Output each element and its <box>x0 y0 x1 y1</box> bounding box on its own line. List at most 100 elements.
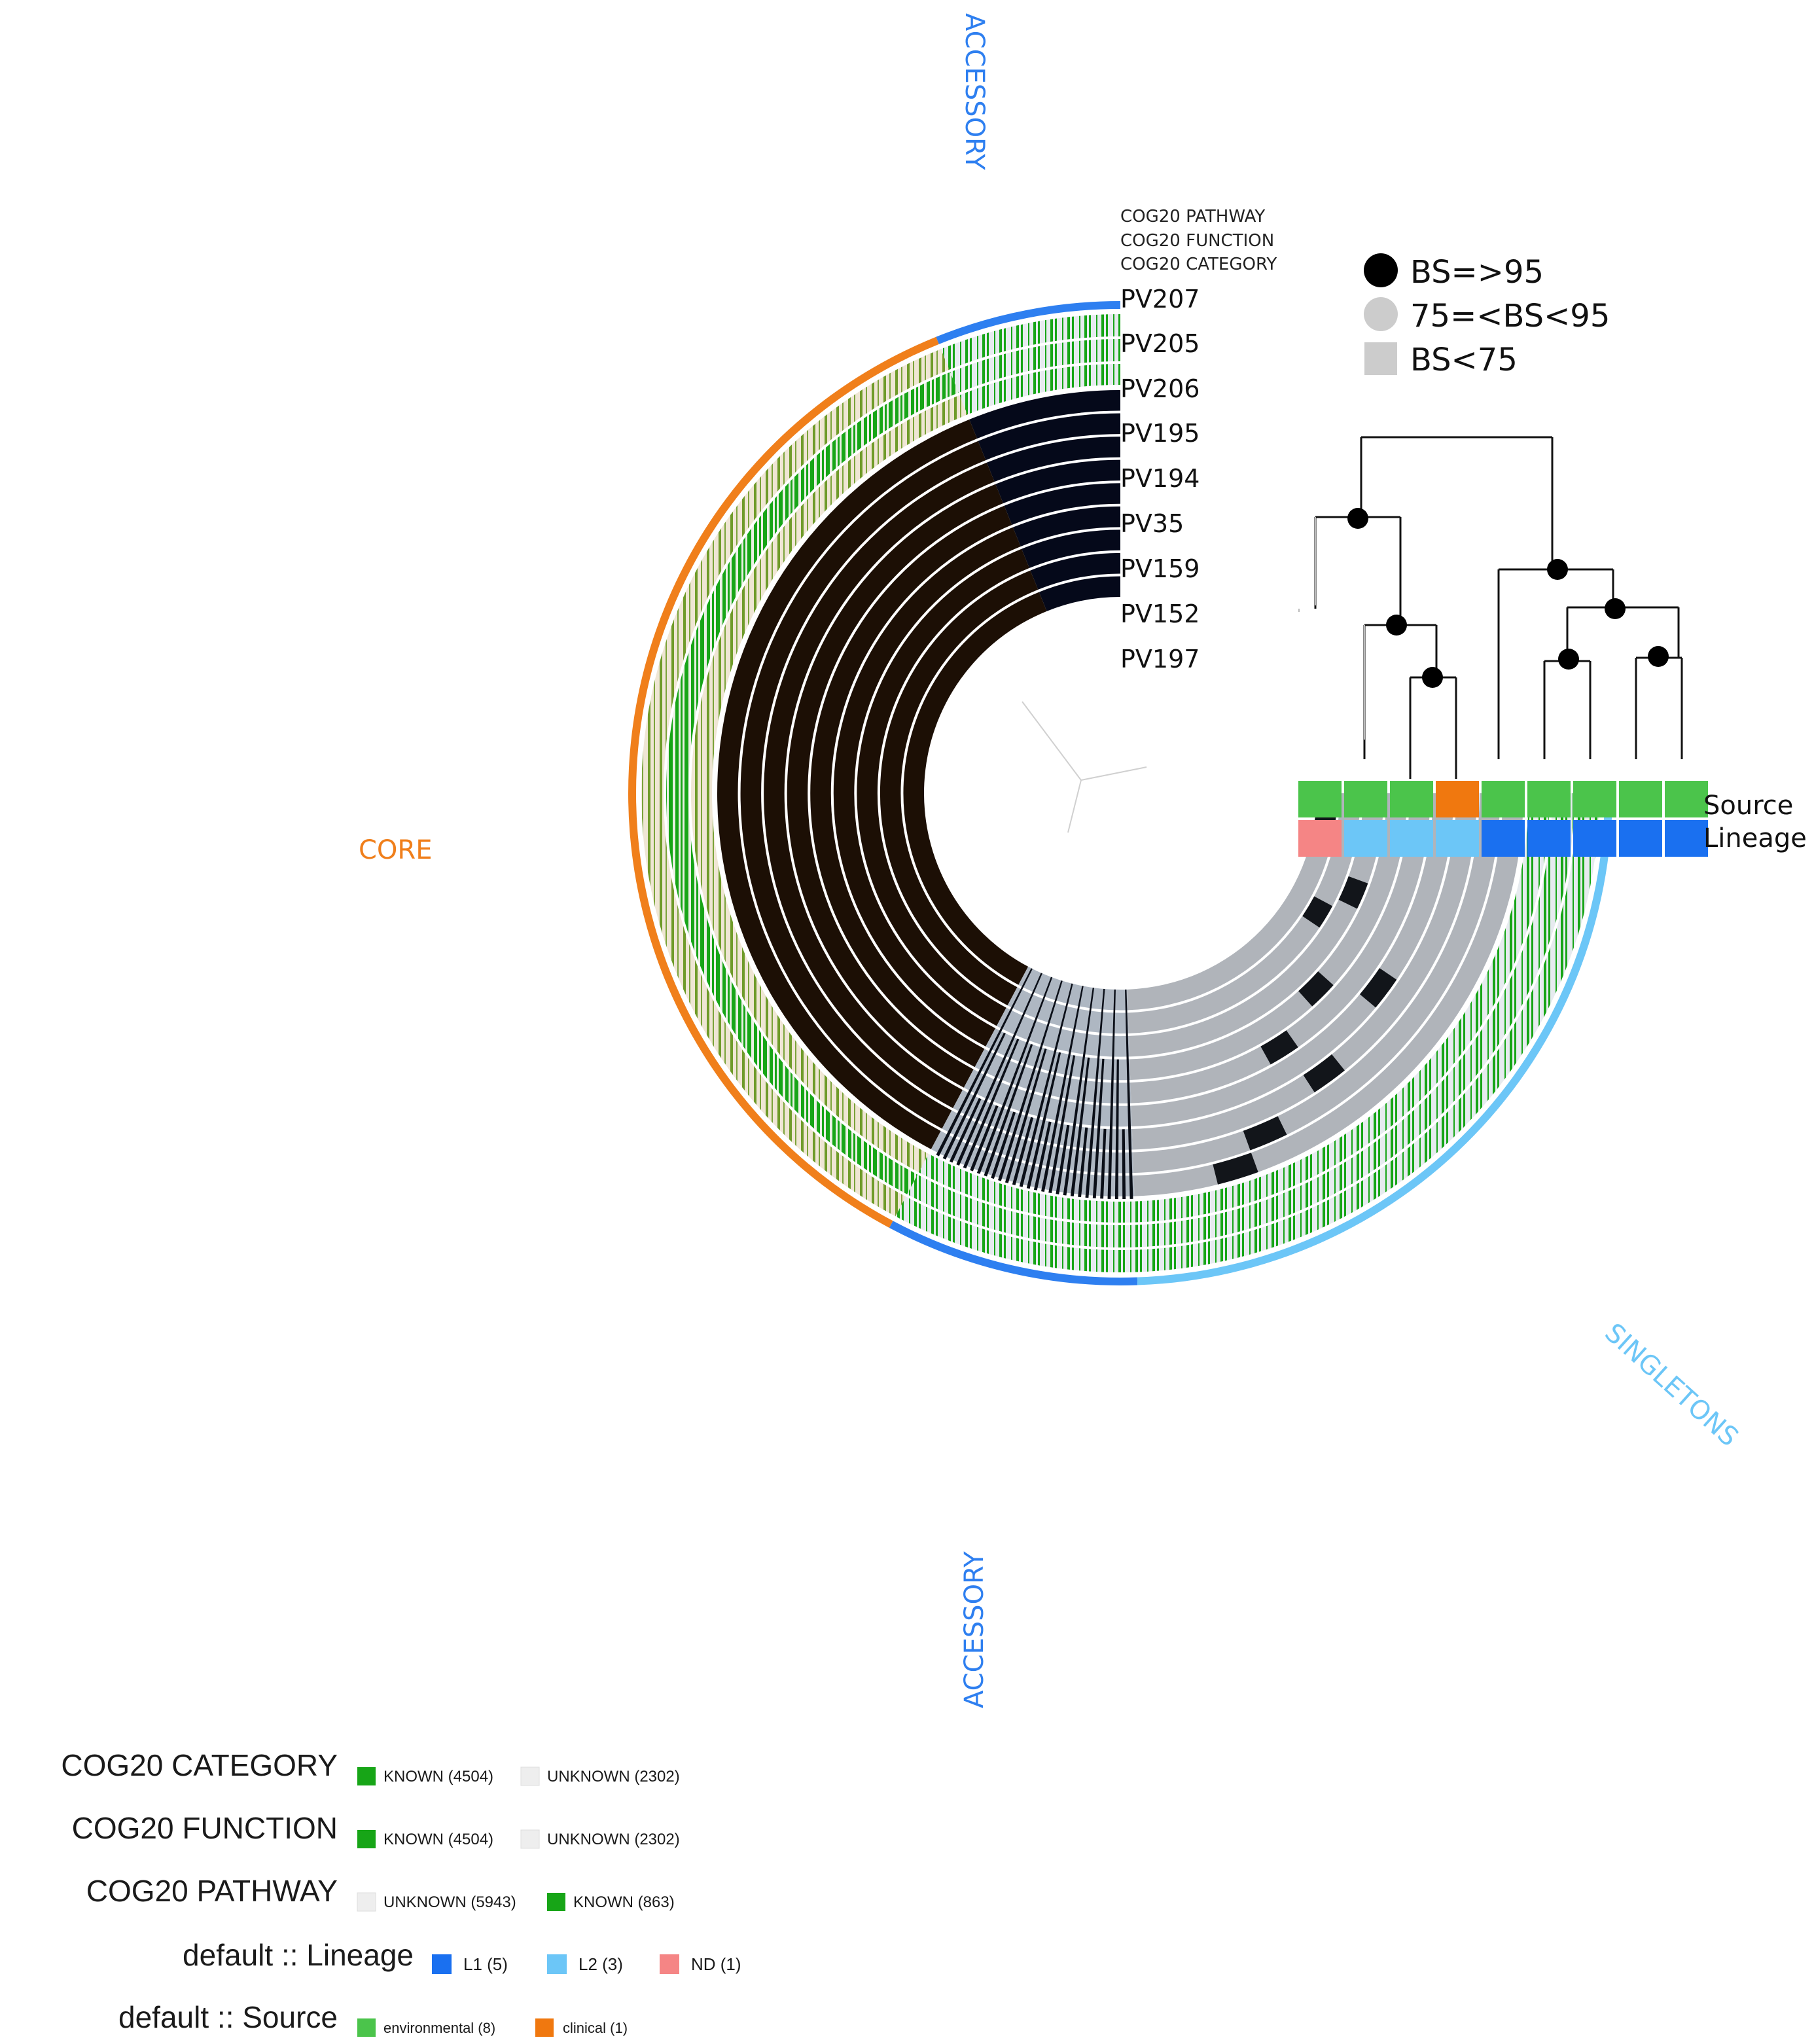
source-cell <box>1390 781 1433 817</box>
legend-title: default :: Lineage <box>183 1938 414 1972</box>
cog-layer-label: COG20 CATEGORY <box>1120 255 1277 274</box>
accessory-gene-streak <box>991 1111 1016 1179</box>
tree-grey-branches <box>1298 517 1365 740</box>
matrix-row-labels: Source Lineage <box>1703 791 1807 853</box>
cog-layer-labels: COG20 PATHWAY COG20 FUNCTION COG20 CATEG… <box>1120 207 1277 274</box>
genome-ring-core <box>903 592 1047 985</box>
accessory-gene-streak <box>1063 988 1095 1196</box>
bin-arc-accessory <box>936 301 1120 344</box>
accessory-gene-streak <box>1092 1058 1105 1198</box>
accessory-gene-streak <box>1026 1052 1061 1189</box>
legend-row-source: default :: Source environmental (8) clin… <box>118 2000 628 2037</box>
genome-ring-accessory <box>1018 966 1128 1011</box>
accessory-gene-streak <box>1085 988 1105 1198</box>
bootstrap-node <box>1547 559 1568 580</box>
genome-ring-core <box>717 419 978 1149</box>
accessory-gene-streak <box>1070 1057 1090 1196</box>
cog-layer-accessory <box>940 314 1120 370</box>
phylogenetic-tree <box>1298 436 1683 779</box>
layer-legend: COG20 CATEGORY KNOWN (4504) UNKNOWN (230… <box>61 1748 741 2037</box>
genome-ring-singletons <box>1133 793 1523 1196</box>
legend-swatch <box>520 1829 540 1849</box>
genome-ring-core <box>764 462 995 1109</box>
genome-ring-core <box>880 570 1039 1006</box>
accessory-gene-streak <box>936 968 1033 1156</box>
bootstrap-legend-label: 75=<BS<95 <box>1410 298 1610 334</box>
bootstrap-legend-grey-square-icon <box>1364 342 1397 375</box>
genome-label: PV197 <box>1120 645 1200 673</box>
bootstrap-legend-grey-circle-icon <box>1364 297 1398 331</box>
bin-label-accessory-bottom: ACCESSORY <box>959 1551 989 1708</box>
lineage-cell <box>1619 820 1662 857</box>
lineage-cell <box>1482 820 1525 857</box>
singleton-block <box>1298 971 1334 1007</box>
legend-row-cog20-category: COG20 CATEGORY KNOWN (4504) UNKNOWN (230… <box>61 1748 680 1786</box>
genome-ring-accessory <box>986 1028 1131 1081</box>
genome-label: PV195 <box>1120 419 1200 448</box>
legend-item-label: KNOWN (4504) <box>383 1768 493 1785</box>
bin-label-core: CORE <box>359 835 432 865</box>
genome-ring-core <box>787 484 1004 1088</box>
legend-swatch <box>357 2018 376 2037</box>
genome-ring-accessory <box>969 390 1120 439</box>
tree-l-subclade <box>1363 624 1438 759</box>
genome-label: PV207 <box>1120 285 1200 314</box>
genome-ring-accessory <box>963 1069 1132 1127</box>
accessory-gene-streak <box>984 1043 1033 1177</box>
accessory-gene-streak <box>976 977 1053 1174</box>
genome-ring-accessory <box>995 459 1120 504</box>
bootstrap-node <box>1605 598 1626 619</box>
bootstrap-legend-label: BS<75 <box>1410 342 1518 378</box>
cog-layer-core <box>666 372 959 1194</box>
bootstrap-node <box>1422 667 1443 688</box>
accessory-gene-streak <box>942 1032 1006 1160</box>
bootstrap-node <box>1386 615 1407 636</box>
genome-label: PV152 <box>1120 600 1200 628</box>
bootstrap-node <box>1347 508 1368 529</box>
legend-row-cog20-pathway: COG20 PATHWAY UNKNOWN (5943) KNOWN (863) <box>86 1874 675 1912</box>
source-cell <box>1344 781 1387 817</box>
cog-layer-core <box>641 349 950 1217</box>
singleton-block <box>1303 1054 1345 1092</box>
tree-root-branch <box>1360 436 1554 569</box>
bootstrap-nodes <box>1347 508 1669 688</box>
matrix-row-label-source: Source <box>1703 791 1793 821</box>
cog-layer-accessory <box>950 339 1120 393</box>
bootstrap-node <box>1558 649 1579 670</box>
tree-r-clade <box>1497 568 1614 759</box>
lineage-cell <box>1390 820 1433 857</box>
accessory-gene-streak <box>1041 986 1084 1192</box>
legend-title: COG20 CATEGORY <box>61 1748 338 1782</box>
accessory-gene-streak <box>1107 989 1116 1199</box>
genome-ring-accessory <box>1039 576 1120 611</box>
legend-swatch <box>660 1954 679 1974</box>
genome-ring-accessory <box>942 1110 1134 1174</box>
tree-r-leaf-pair-a <box>1543 660 1592 759</box>
lineage-cell <box>1298 820 1342 857</box>
tree-r-leaf-pair-b <box>1635 656 1683 759</box>
genome-label: PV159 <box>1120 554 1200 583</box>
source-cell <box>1298 781 1342 817</box>
accessory-gene-streak <box>1048 1055 1076 1194</box>
singleton-block <box>1213 1153 1258 1185</box>
lineage-cell <box>1344 820 1387 857</box>
genome-ring-accessory <box>1012 506 1120 547</box>
accessory-gene-streak <box>949 1098 982 1163</box>
source-cell <box>1665 781 1708 817</box>
gene-cluster-dendrogram <box>1022 701 1147 833</box>
lineage-cell <box>1665 820 1708 857</box>
genome-labels: PV207 PV205 PV206 PV195 PV194 PV35 PV159… <box>1120 285 1200 673</box>
legend-swatch <box>357 1767 376 1785</box>
matrix-row-label-lineage: Lineage <box>1703 823 1807 853</box>
genome-ring-core <box>833 527 1021 1047</box>
lineage-cell <box>1436 820 1479 857</box>
genome-ring-core <box>810 505 1012 1067</box>
source-cell <box>1436 781 1479 817</box>
genome-ring-singletons <box>1129 793 1408 1080</box>
lineage-cell <box>1527 820 1571 857</box>
cog-layer-noncore <box>895 793 1599 1273</box>
source-cell <box>1619 781 1662 817</box>
genome-label: PV205 <box>1120 329 1200 358</box>
singleton-block <box>1243 1116 1287 1151</box>
